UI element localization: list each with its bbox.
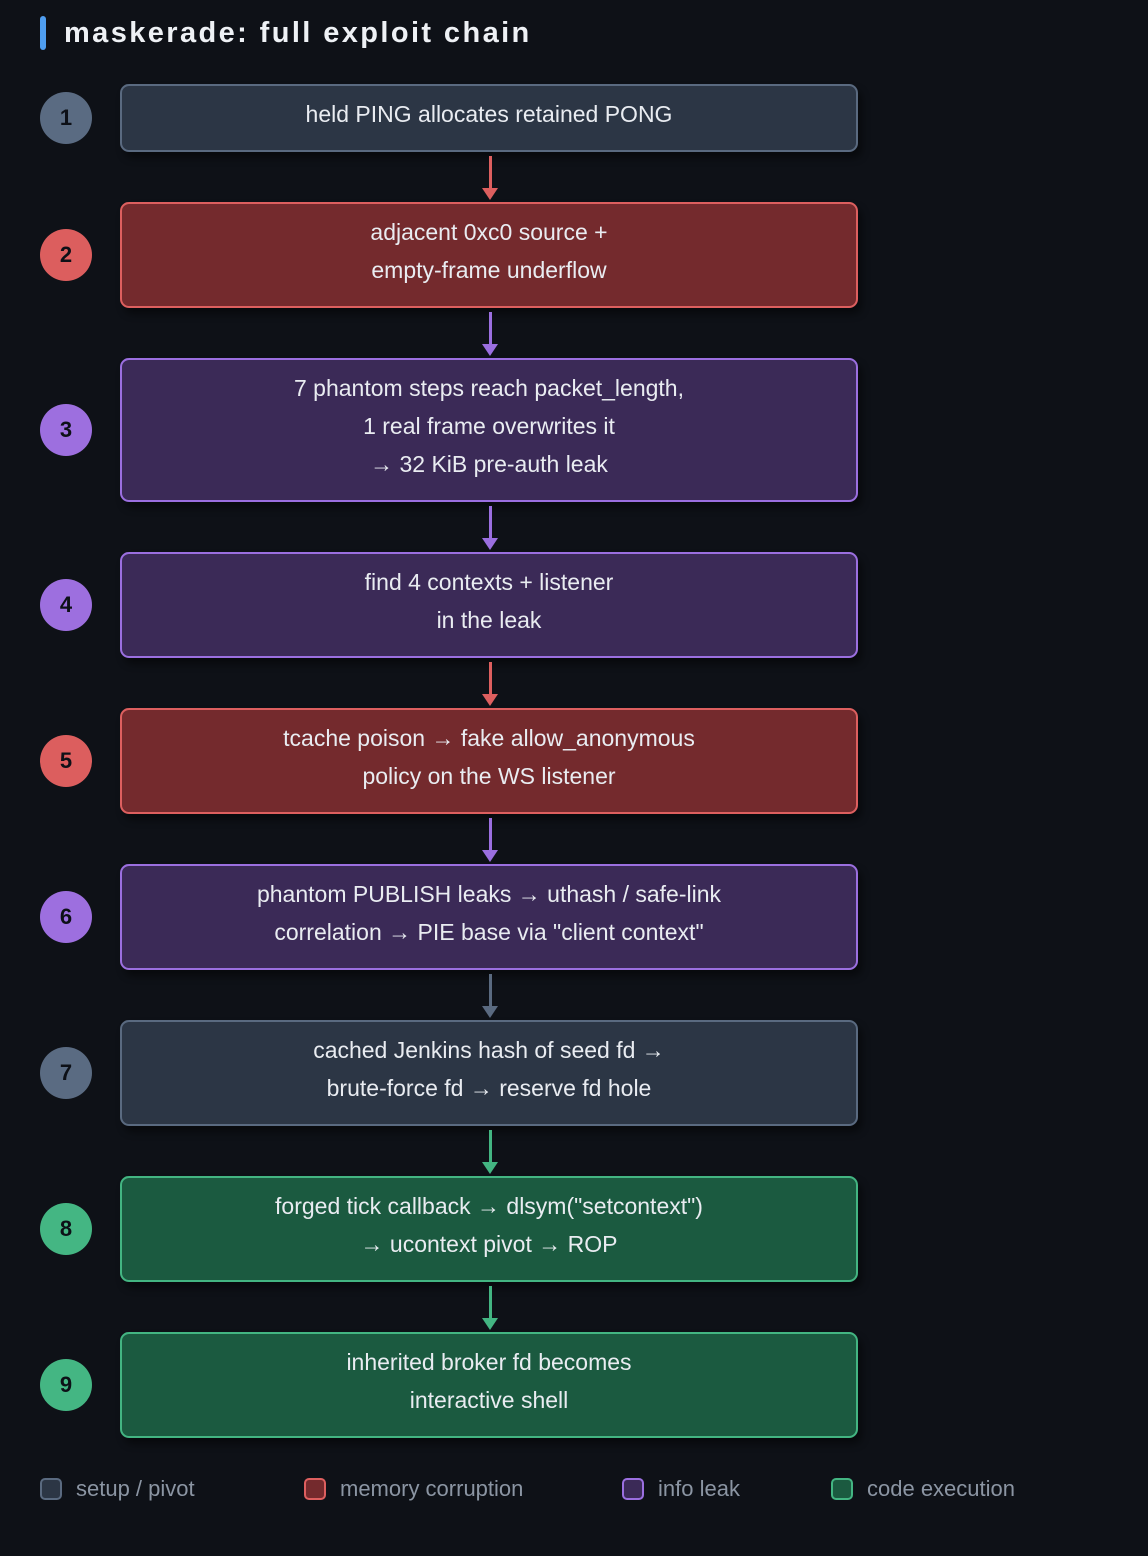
legend-swatch — [831, 1478, 853, 1500]
arrow-connector-8-9 — [482, 1286, 498, 1330]
legend-item-info-leak: info leak — [622, 1476, 740, 1502]
arrow-head-icon — [482, 850, 498, 862]
arrow-head-icon — [482, 694, 498, 706]
step-text-line: phantom PUBLISH leaks → uthash / safe-li… — [256, 881, 722, 907]
step-text-line: inherited broker fd becomes — [346, 1349, 632, 1375]
step-text-line: correlation → PIE base via "client conte… — [274, 919, 704, 945]
legend-label: setup / pivot — [76, 1476, 195, 1501]
step-box-9: inherited broker fd becomes interactive s… — [120, 1332, 858, 1438]
step-number-3: 3 — [40, 404, 92, 456]
legend-swatch — [622, 1478, 644, 1500]
legend-label: memory corruption — [340, 1476, 524, 1501]
legend-label: info leak — [658, 1476, 740, 1501]
arrow-head-icon — [482, 344, 498, 356]
step-text-line: cached Jenkins hash of seed fd → — [313, 1037, 665, 1063]
step-text-line: → 32 KiB pre-auth leak — [370, 451, 608, 477]
step-number-5: 5 — [40, 735, 92, 787]
arrow-connector-4-5 — [482, 662, 498, 706]
arrow-connector-1-2 — [482, 156, 498, 200]
arrow-head-icon — [482, 1162, 498, 1174]
legend-item-code-execution: code execution — [831, 1476, 1015, 1502]
step-number-8: 8 — [40, 1203, 92, 1255]
legend-swatch — [40, 1478, 62, 1500]
step-number-9: 9 — [40, 1359, 92, 1411]
step-number-7: 7 — [40, 1047, 92, 1099]
legend-item-setup-pivot: setup / pivot — [40, 1476, 195, 1502]
legend-item-memory-corruption: memory corruption — [304, 1476, 523, 1502]
arrow-connector-6-7 — [482, 974, 498, 1018]
legend-label: code execution — [867, 1476, 1015, 1501]
step-number-4: 4 — [40, 579, 92, 631]
arrow-head-icon — [482, 188, 498, 200]
step-text-line: tcache poison → fake allow_anonymous — [283, 725, 695, 751]
step-text-line: held PING allocates retained PONG — [305, 101, 673, 127]
arrow-head-icon — [482, 538, 498, 550]
arrow-connector-7-8 — [482, 1130, 498, 1174]
step-text-line: → ucontext pivot → ROP — [360, 1231, 618, 1257]
page-title: maskerade: full exploit chain — [64, 17, 532, 49]
step-text-line: adjacent 0xc0 source + — [370, 219, 608, 245]
step-text-line: forged tick callback → dlsym("setcontext… — [275, 1193, 703, 1219]
arrow-connector-5-6 — [482, 818, 498, 862]
step-box-6: phantom PUBLISH leaks → uthash / safe-li… — [120, 864, 858, 970]
step-box-3: 7 phantom steps reach packet_length, 1 re… — [120, 358, 858, 502]
step-text-line: 7 phantom steps reach packet_length, — [294, 375, 684, 401]
step-box-1: held PING allocates retained PONG — [120, 84, 858, 152]
step-number-2: 2 — [40, 229, 92, 281]
step-box-8: forged tick callback → dlsym("setcontext… — [120, 1176, 858, 1282]
legend-swatch — [304, 1478, 326, 1500]
arrow-head-icon — [482, 1006, 498, 1018]
step-text-line: in the leak — [436, 607, 542, 633]
step-text-line: 1 real frame overwrites it — [363, 413, 615, 439]
step-box-4: find 4 contexts + listener in the leak — [120, 552, 858, 658]
step-box-2: adjacent 0xc0 source + empty-frame underf… — [120, 202, 858, 308]
step-text-line: policy on the WS listener — [362, 763, 616, 789]
step-text-line: empty-frame underflow — [371, 257, 607, 283]
arrow-connector-3-4 — [482, 506, 498, 550]
step-text-line: brute-force fd → reserve fd hole — [326, 1075, 652, 1101]
title-accent-bar — [40, 16, 46, 50]
step-number-1: 1 — [40, 92, 92, 144]
step-box-7: cached Jenkins hash of seed fd → brute-fo… — [120, 1020, 858, 1126]
step-text-line: find 4 contexts + listener — [364, 569, 614, 595]
arrow-connector-2-3 — [482, 312, 498, 356]
arrow-head-icon — [482, 1318, 498, 1330]
step-number-6: 6 — [40, 891, 92, 943]
step-text-line: interactive shell — [409, 1387, 569, 1413]
